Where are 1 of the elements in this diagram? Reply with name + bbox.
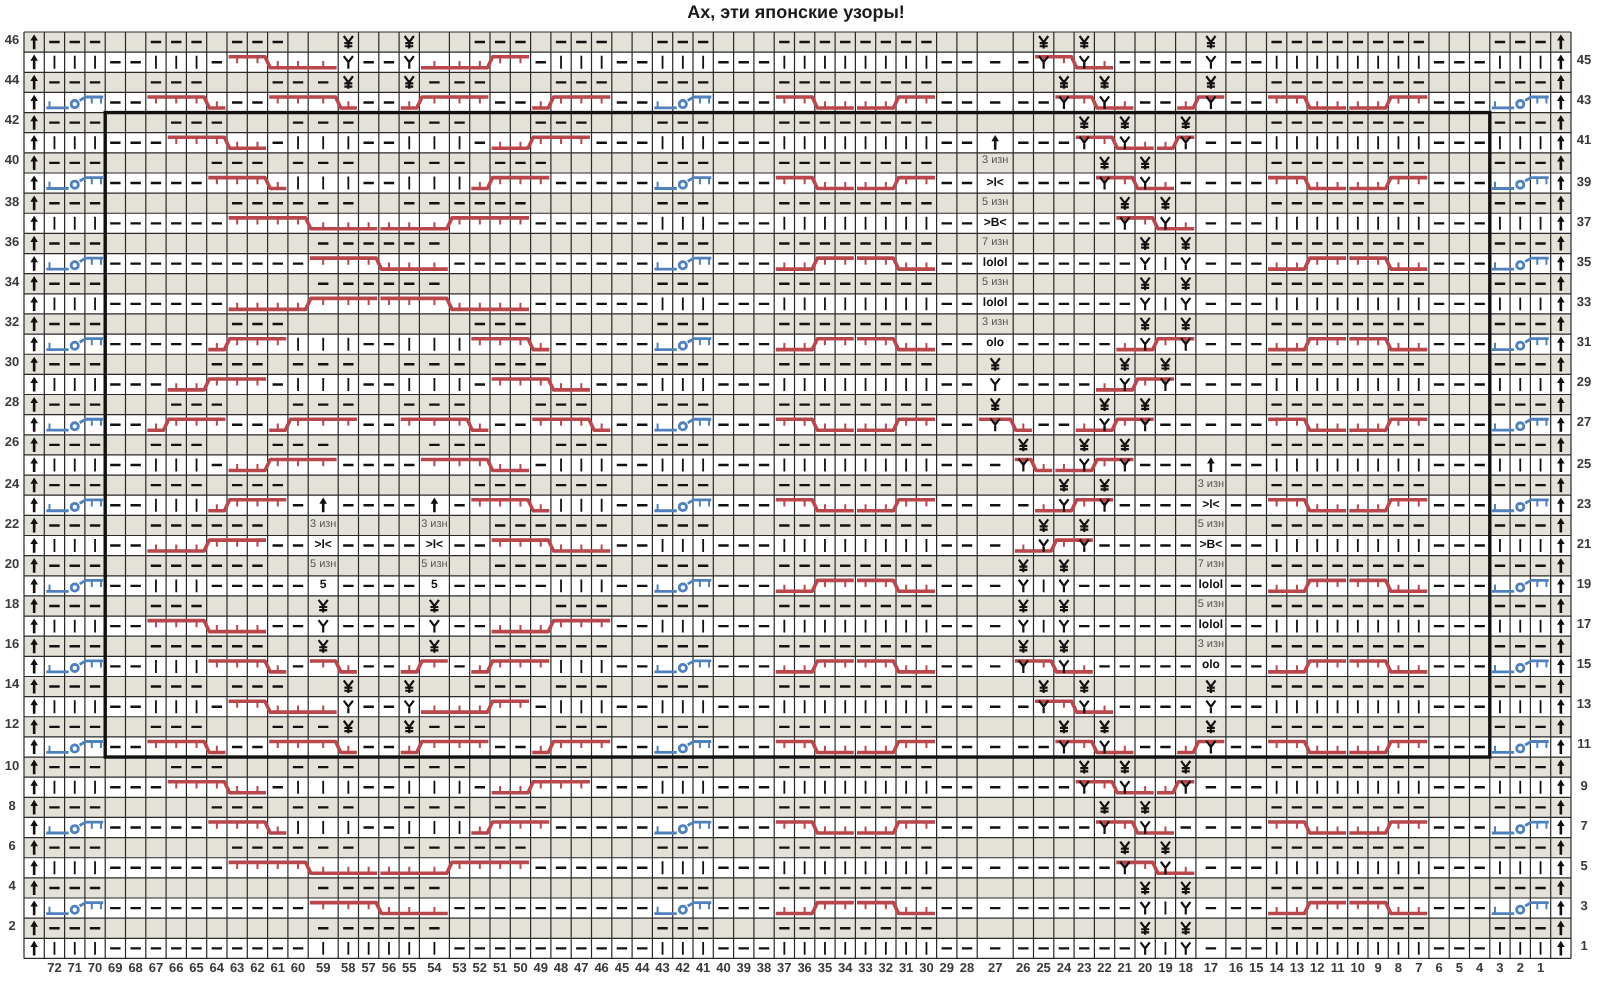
chart-title: Ах, эти японские узоры! <box>687 2 905 22</box>
